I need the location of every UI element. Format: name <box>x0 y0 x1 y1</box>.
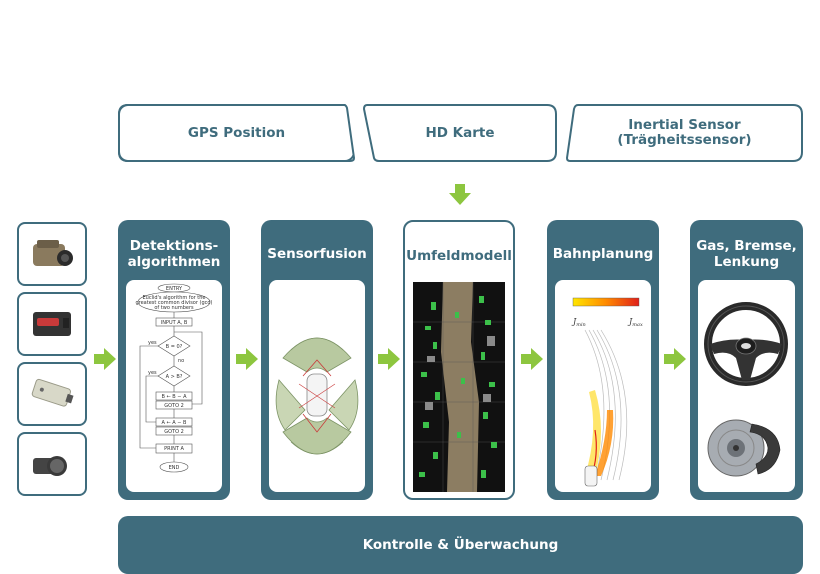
steering-wheel-icon <box>704 302 788 386</box>
stage-actuation-title: Gas, Bremse, Lenkung <box>690 238 803 270</box>
stage-actuation-title-line1: Gas, Bremse, <box>696 238 797 254</box>
actuation-panel <box>698 280 795 492</box>
flowchart-diagram: ENTRY Euclid's algorithm for the greates… <box>135 283 213 473</box>
j-max-label: Jmax <box>627 317 643 328</box>
stage-detection-title-line2: algorithmen <box>127 254 221 270</box>
hd-map-label: HD Karte <box>425 124 495 141</box>
fc-entry: ENTRY <box>166 286 183 292</box>
sensor-lidar <box>17 292 87 356</box>
gps-position-label: GPS Position <box>187 124 286 141</box>
actuation-illustration <box>704 302 788 477</box>
sensor-camera <box>17 222 87 286</box>
flowchart-panel: ENTRY Euclid's algorithm for the greates… <box>126 280 222 492</box>
fc-desc-3: of two numbers <box>154 305 194 311</box>
control-monitoring-label: Kontrolle & Überwachung <box>362 537 559 553</box>
j-min-label: Jmin <box>571 317 586 328</box>
fc-step1: B ← B − A <box>161 394 187 400</box>
fusion-panel <box>269 280 365 492</box>
fc-end: END <box>169 465 180 471</box>
arrow-right-icon <box>521 348 543 370</box>
stage-sensor-fusion: Sensorfusion <box>261 220 373 500</box>
stage-environment-model: Umfeldmodell <box>403 220 515 500</box>
hd-map-box-outline <box>363 104 557 162</box>
fusion-illustration <box>275 337 359 455</box>
brake-disc-icon <box>707 419 781 477</box>
planning-panel: Jmin Jmax <box>555 280 651 492</box>
fc-input: INPUT A, B <box>161 320 188 326</box>
fc-cond1: B = 0? <box>166 344 183 350</box>
lidar-sensor-icon <box>33 312 71 336</box>
cost-gradient-bar <box>572 297 640 307</box>
fc-goto2: GOTO 2 <box>164 429 184 435</box>
stage-detection: Detektions- algorithmen ENTRY Euclid's a… <box>118 220 230 500</box>
inertial-sensor-box: Inertial Sensor (Trägheitssensor) <box>566 104 803 162</box>
stage-detection-title-line1: Detektions- <box>129 238 219 254</box>
stage-detection-title: Detektions- algorithmen <box>118 238 230 270</box>
vehicle-icon <box>584 465 598 487</box>
fc-print: PRINT A <box>164 446 184 452</box>
fc-yes1: yes <box>148 340 157 346</box>
fc-desc-1: Euclid's algorithm for the <box>143 295 206 301</box>
stage-actuation-title-line2: Lenkung <box>713 254 780 270</box>
sensor-ultrasonic <box>17 432 87 496</box>
environment-map-view <box>413 282 505 492</box>
inertial-box-outline <box>566 104 803 162</box>
arrow-right-icon <box>236 348 258 370</box>
stage-environment-title: Umfeldmodell <box>406 248 512 264</box>
fc-goto1: GOTO 2 <box>164 403 184 409</box>
fc-cond2: A > B? <box>166 374 183 380</box>
gps-box-outline <box>118 104 355 162</box>
down-arrow-icon <box>449 184 471 205</box>
fc-desc-2: greatest common divisor (gcd) <box>135 300 212 306</box>
fc-yes2: yes <box>148 370 157 376</box>
inertial-sensor-sublabel: (Trägheitssensor) <box>617 132 752 148</box>
arrow-right-icon <box>378 348 400 370</box>
control-monitoring-bar: Kontrolle & Überwachung <box>118 516 803 574</box>
camera-sensor-icon <box>33 240 73 266</box>
path-planning-illustration: Jmin Jmax <box>571 297 643 487</box>
gps-position-box: GPS Position <box>118 104 355 162</box>
stage-planning-title: Bahnplanung <box>552 246 654 262</box>
ultrasonic-sensor-icon <box>33 456 67 476</box>
stage-fusion-title: Sensorfusion <box>267 246 367 262</box>
environment-map <box>413 282 505 492</box>
inertial-sensor-label: Inertial Sensor <box>628 117 741 133</box>
arrow-right-icon <box>94 348 116 370</box>
sensor-radar <box>17 362 87 426</box>
fc-step2: A ← A − B <box>161 420 187 426</box>
hd-map-box: HD Karte <box>363 104 557 162</box>
arrow-right-icon <box>664 348 686 370</box>
fc-no1: no <box>178 358 184 364</box>
stage-path-planning: Bahnplanung Jmin Jmax <box>547 220 659 500</box>
stage-actuation: Gas, Bremse, Lenkung <box>690 220 803 500</box>
radar-sensor-icon <box>31 378 74 407</box>
